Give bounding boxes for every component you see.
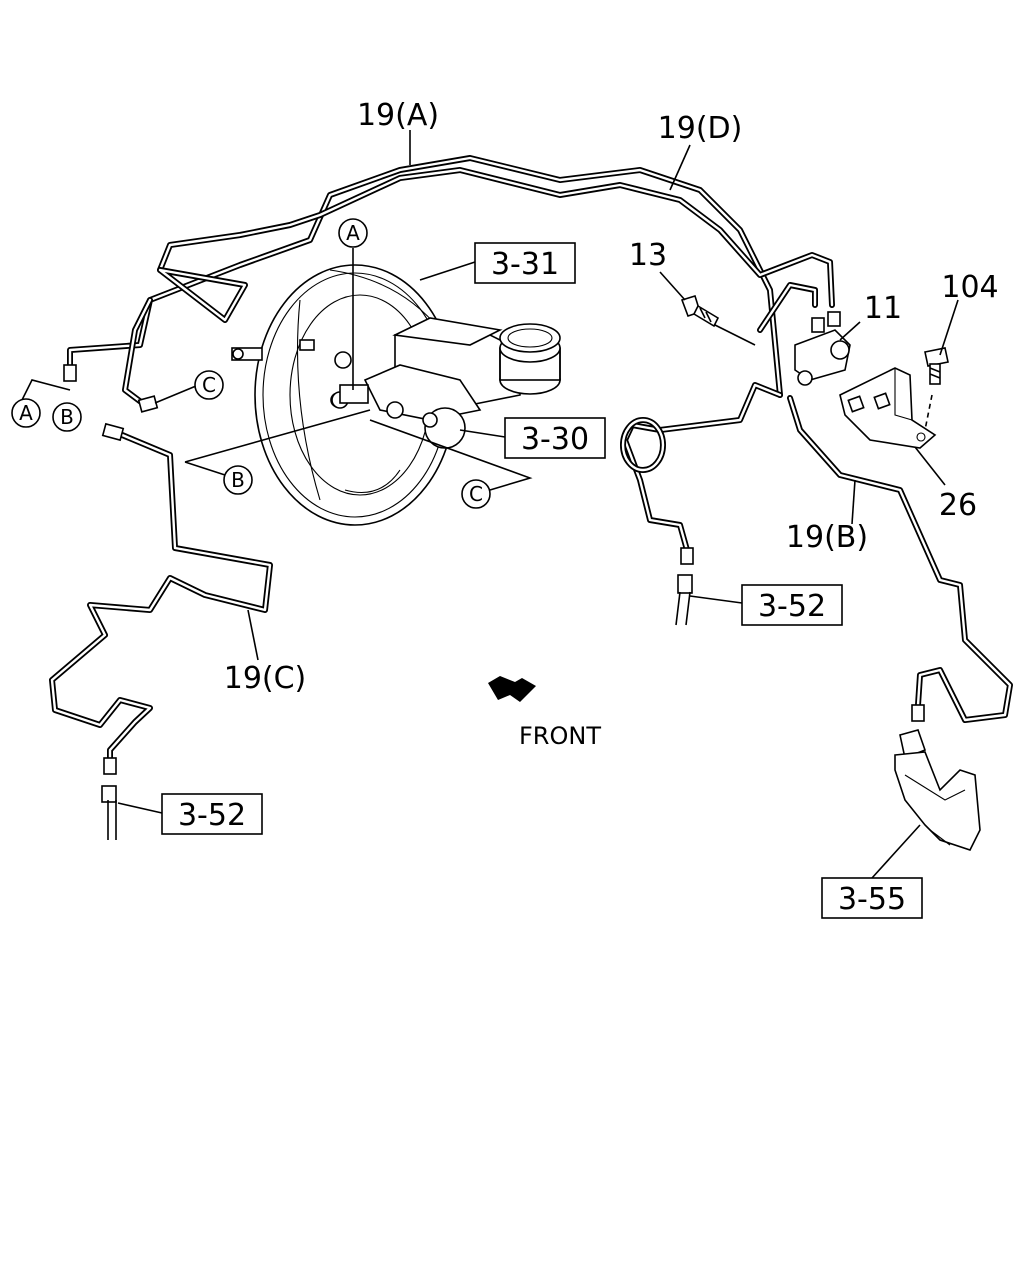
svg-text:C: C [469, 482, 483, 506]
marker-b-left: B [52, 402, 82, 432]
svg-text:C: C [202, 373, 216, 397]
reference-boxes: 3-31 3-30 3-52 3-52 3-55 [161, 242, 923, 919]
label-19c: 19(C) [224, 661, 307, 696]
svg-text:B: B [60, 405, 74, 429]
svg-text:B: B [231, 468, 245, 492]
ref-box-booster: 3-31 [474, 242, 576, 284]
bolt-13 [680, 295, 720, 328]
marker-a-top: A [338, 218, 368, 248]
brake-pipes [49, 155, 1013, 765]
svg-text:A: A [346, 221, 360, 245]
ref-box-caliper: 3-55 [821, 877, 923, 919]
label-11: 11 [864, 291, 902, 326]
svg-text:3-31: 3-31 [491, 247, 559, 282]
circle-markers: A A B B C C [11, 218, 491, 509]
ref-box-master-cylinder: 3-30 [504, 417, 606, 459]
label-26: 26 [939, 488, 977, 523]
label-19d: 19(D) [658, 111, 743, 146]
caliper-bracket [894, 729, 981, 851]
leader-lines [21, 130, 959, 879]
svg-text:A: A [19, 401, 33, 425]
bolt-104 [924, 347, 949, 385]
label-13: 13 [629, 238, 667, 273]
front-label: FRONT [519, 722, 601, 750]
svg-text:3-52: 3-52 [178, 798, 246, 833]
valve-bracket [839, 367, 937, 449]
fluid-reservoir [499, 323, 561, 395]
marker-b-mid: B [223, 465, 253, 495]
front-arrow-icon [488, 676, 536, 702]
label-19a: 19(A) [357, 98, 439, 133]
svg-text:3-55: 3-55 [838, 882, 906, 917]
ref-box-hose-mid: 3-52 [741, 584, 843, 626]
svg-text:3-30: 3-30 [521, 422, 589, 457]
master-cylinder [331, 317, 561, 449]
marker-c-mid: C [461, 479, 491, 509]
marker-a-left: A [11, 398, 41, 428]
proportioning-valve [794, 311, 851, 386]
pipe-fittings [63, 364, 925, 840]
label-104: 104 [941, 270, 998, 305]
ref-box-hose-left: 3-52 [161, 793, 263, 835]
svg-text:3-52: 3-52 [758, 589, 826, 624]
part-labels: 19(A) 19(D) 13 11 104 26 19(B) 19(C) FRO… [224, 98, 999, 750]
label-19b: 19(B) [786, 520, 868, 555]
marker-c-left: C [194, 370, 224, 400]
pipe-19b-path [787, 395, 1013, 723]
